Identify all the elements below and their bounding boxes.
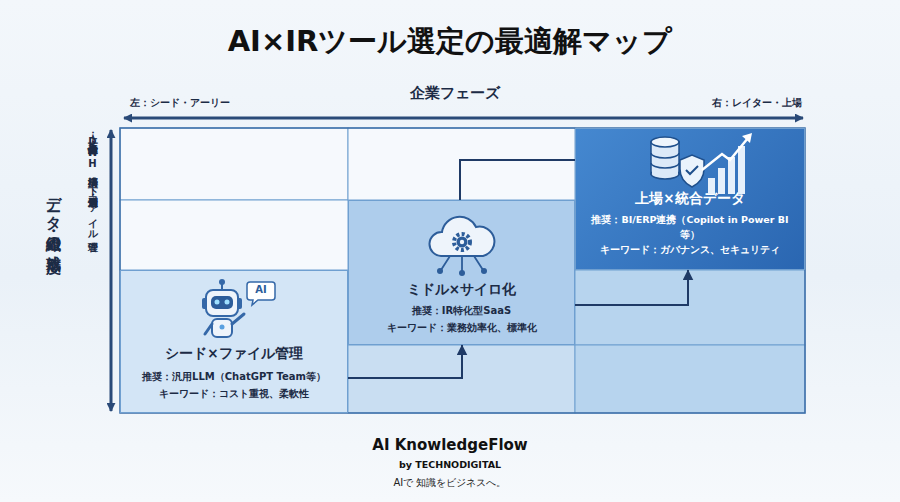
quadrant-detail: 推奨：BI/ERP連携（Copilot in Power BI等） (582, 212, 798, 242)
maturity-axis (110, 130, 113, 411)
grid-cell (120, 128, 348, 200)
grid-background (120, 128, 805, 413)
quadrant-detail: 推奨：IR特化型SaaS (412, 302, 511, 319)
brand-sub: by TECHNODIGITAL (300, 459, 600, 470)
quadrant-box: ミドル×サイロ化推奨：IR特化型SaaSキーワード：業務効率化、標準化 (348, 200, 575, 345)
axis-note: 上：全体最適・DWH構築済 (85, 126, 99, 169)
axis-title: データ・組織の成熟度 (44, 186, 63, 247)
grid-cell (348, 345, 575, 413)
axis-note: 下：個別最適・ファイル管理 (85, 179, 99, 234)
grid-border (120, 128, 805, 413)
grid-cell (575, 345, 805, 413)
flow-connector (575, 270, 688, 305)
icon-text: AI (248, 283, 274, 297)
phase-axis (124, 117, 803, 120)
axis-note-column: 上：全体最適・DWH構築済下：個別最適・ファイル管理 (85, 126, 99, 234)
quadrant-heading: 上場×統合データ (635, 189, 744, 207)
quadrant-heading: ミドル×サイロ化 (407, 280, 516, 298)
quadrant-detail: キーワード：コスト重視、柔軟性 (159, 385, 309, 402)
axis-title: 企業フェーズ (360, 84, 550, 103)
quadrant-box: シード×ファイル管理推奨：汎用LLM（ChatGPT Team等）キーワード：コ… (120, 270, 348, 413)
quadrant-detail: 推奨：汎用LLM（ChatGPT Team等） (142, 368, 326, 385)
axis-end-label: 左：シード・アーリー (130, 96, 230, 110)
axis-end-label: 右：レイター・上場 (640, 96, 802, 110)
diagram-title: AI×IRツール選定の最適解マップ (0, 22, 900, 62)
grid-cell (348, 128, 575, 200)
quadrant-box: 上場×統合データ推奨：BI/ERP連携（Copilot in Power BI等… (575, 128, 805, 270)
quadrant-detail: キーワード：ガバナンス、セキュリティ (600, 242, 780, 257)
flow-connector (460, 160, 575, 200)
grid-cell (575, 270, 805, 345)
quadrant-detail: キーワード：業務効率化、標準化 (387, 319, 537, 336)
flow-connector (348, 345, 462, 378)
quadrant-heading: シード×ファイル管理 (165, 344, 302, 362)
grid-cell (120, 200, 348, 270)
brand-name: AI KnowledgeFlow (300, 436, 600, 454)
brand-tagline: AIで 知識をビジネスへ。 (300, 476, 600, 490)
